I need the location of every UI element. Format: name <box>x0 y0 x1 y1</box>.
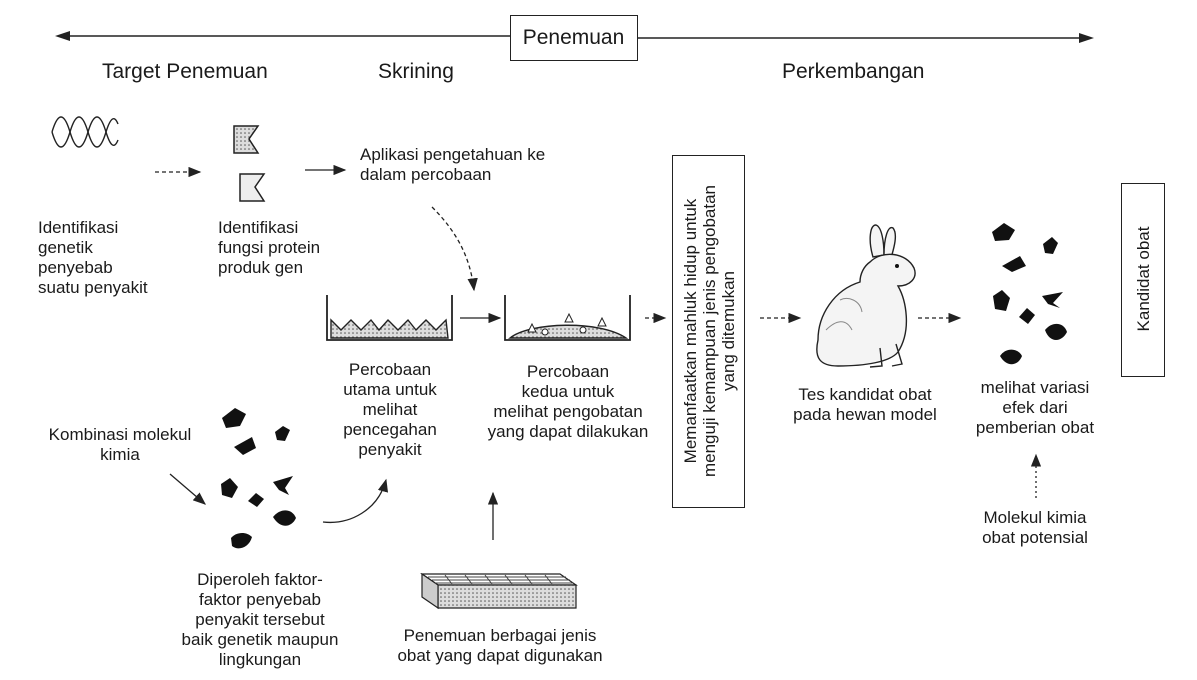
apply-knowledge-label: Aplikasi pengetahuan ke dalam percobaan <box>360 145 546 184</box>
compound-library-icon <box>420 572 578 610</box>
protein-function-label: Identifikasi fungsi protein produk gen <box>218 218 321 277</box>
cell-well-icon <box>504 295 631 341</box>
living-model-label: Memanfaatkan mahluk hidup untuk menguji … <box>681 184 738 478</box>
molecule-icon <box>221 408 296 549</box>
drug-candidate-label: Kandidat obat <box>1134 226 1153 332</box>
column-development-title: Perkembangan <box>782 60 925 83</box>
chem-combination-label: Kombinasi molekul kimia <box>48 425 192 464</box>
variation-label: melihat variasi efek dari pemberian obat <box>975 378 1095 437</box>
protein-icon <box>233 125 266 202</box>
second-test-label: Percobaan kedua untuk melihat pengobatan… <box>487 362 649 441</box>
timeline-arrow <box>55 31 1094 43</box>
animal-test-label: Tes kandidat obat pada hewan model <box>793 385 937 424</box>
drug-discovery-label: Penemuan berbagai jenis obat yang dapat … <box>397 626 603 665</box>
drug-candidate-box <box>1121 183 1165 377</box>
rabbit-icon <box>816 224 916 368</box>
assay-well-icon <box>326 295 453 341</box>
potential-molecule-label: Molekul kimia obat potensial <box>982 508 1088 547</box>
discovery-header-label: Penemuan <box>522 26 625 49</box>
flow-arrows <box>155 164 1042 540</box>
genetic-identification-label: Identifikasi genetik penyebab suatu peny… <box>38 218 148 297</box>
living-model-box <box>672 155 745 508</box>
discovery-header-box: Penemuan <box>510 15 638 61</box>
main-test-label: Percobaan utama untuk melihat pencegahan… <box>343 360 437 459</box>
factors-label: Diperoleh faktor- faktor penyebab penyak… <box>181 570 339 669</box>
dna-helix-icon <box>51 116 119 148</box>
column-target-title: Target Penemuan <box>102 60 268 83</box>
molecule-icon <box>992 223 1067 365</box>
column-screening-title: Skrining <box>378 60 454 83</box>
